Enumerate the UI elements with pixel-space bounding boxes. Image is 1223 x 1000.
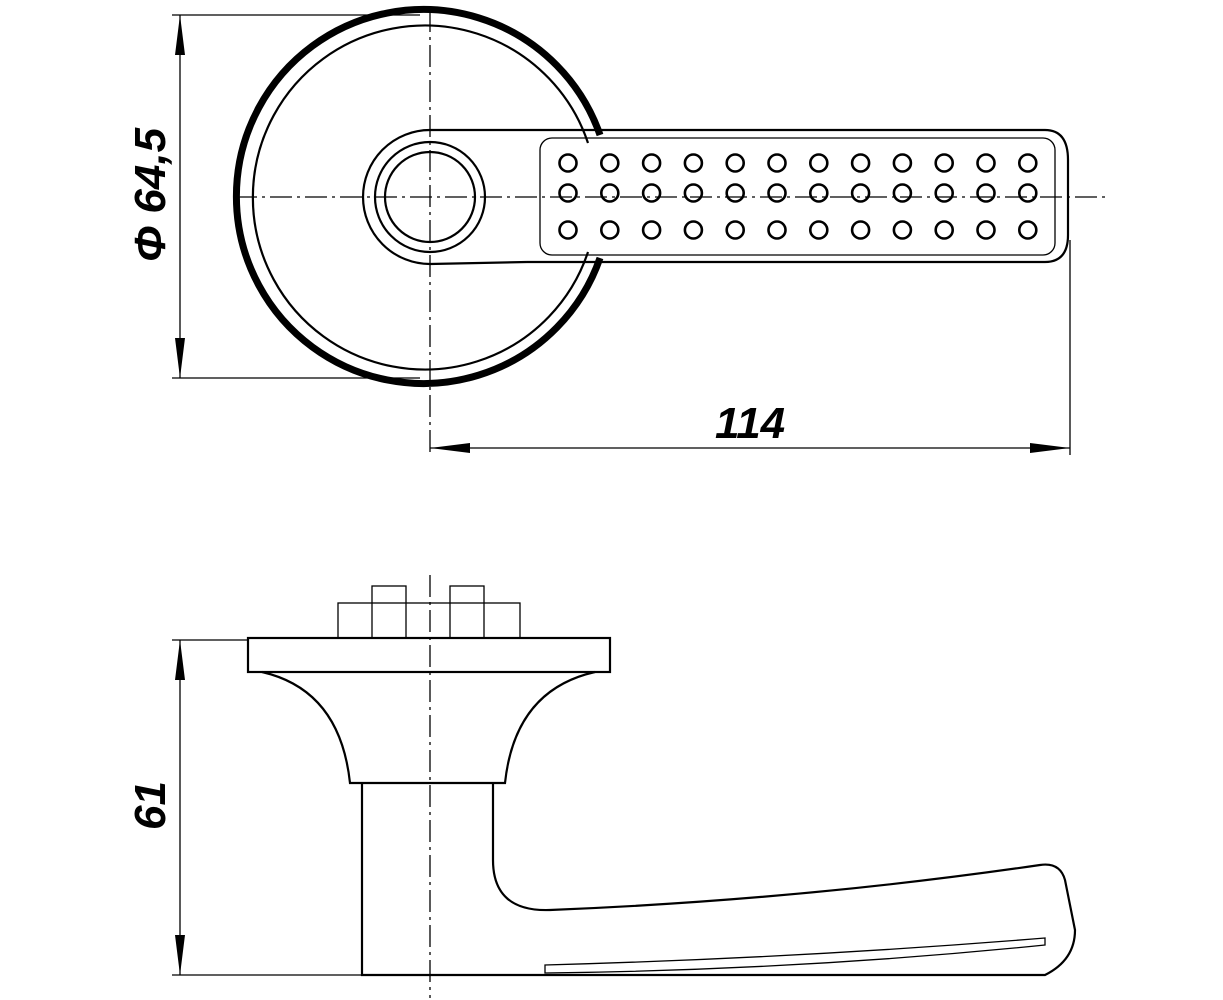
grip-dot [599, 220, 620, 240]
grip-dot [683, 183, 704, 203]
grip-dot [641, 183, 662, 203]
top-view: Φ 64,5 114 [126, 6, 1110, 455]
grip-dot [934, 220, 955, 240]
grip-dot [1018, 183, 1038, 203]
grip-dot [641, 153, 662, 173]
grip-dot [934, 153, 955, 173]
grip-dot [641, 220, 662, 240]
grip-dot [767, 220, 787, 240]
length-label: 114 [715, 399, 785, 448]
grip-dot [558, 183, 578, 203]
grip-dot [599, 183, 620, 203]
grip-dot [558, 220, 578, 240]
arrowhead [175, 338, 185, 378]
grip-dot [599, 153, 620, 173]
arrowhead [1030, 443, 1070, 453]
height-label: 61 [126, 781, 175, 830]
grip-dot [976, 183, 996, 203]
neck-flare [261, 670, 596, 785]
grip-dot [725, 220, 746, 240]
rose-plate [246, 636, 612, 674]
grip-dot [683, 220, 704, 240]
hub-outline [361, 128, 528, 266]
grip-dot [850, 153, 871, 173]
side-view: 61 [126, 575, 1077, 998]
grip-dot [683, 153, 704, 173]
grip-dot [892, 183, 913, 203]
arrowhead [175, 935, 185, 975]
grip-dot [767, 153, 787, 173]
grip-dot [725, 183, 746, 203]
grip-dot [808, 220, 829, 240]
grip-dot [725, 153, 746, 173]
grip-dot [850, 183, 871, 203]
grip-dot [1018, 220, 1038, 240]
grip-dot [976, 220, 996, 240]
grip-dot [808, 183, 829, 203]
grip-dot [934, 183, 955, 203]
arrowhead [175, 640, 185, 680]
grip-dot [767, 183, 787, 203]
grip-dot [558, 153, 578, 173]
lever-grip-strip [544, 937, 1046, 974]
arrowhead [430, 443, 470, 453]
arrowhead [175, 15, 185, 55]
grip-dot [850, 220, 871, 240]
grip-dot [976, 153, 996, 173]
grip-dot [808, 153, 829, 173]
grip-dot [1018, 153, 1038, 173]
lever-body [360, 783, 1077, 977]
mounting-bracket [337, 602, 521, 639]
diameter-label: Φ 64,5 [126, 127, 175, 262]
grip-dots [558, 153, 1038, 240]
lever-outline [527, 128, 1070, 264]
grip-dot [892, 153, 913, 173]
screw-right [449, 585, 485, 639]
screw-left [371, 585, 407, 639]
grip-dot [892, 220, 913, 240]
